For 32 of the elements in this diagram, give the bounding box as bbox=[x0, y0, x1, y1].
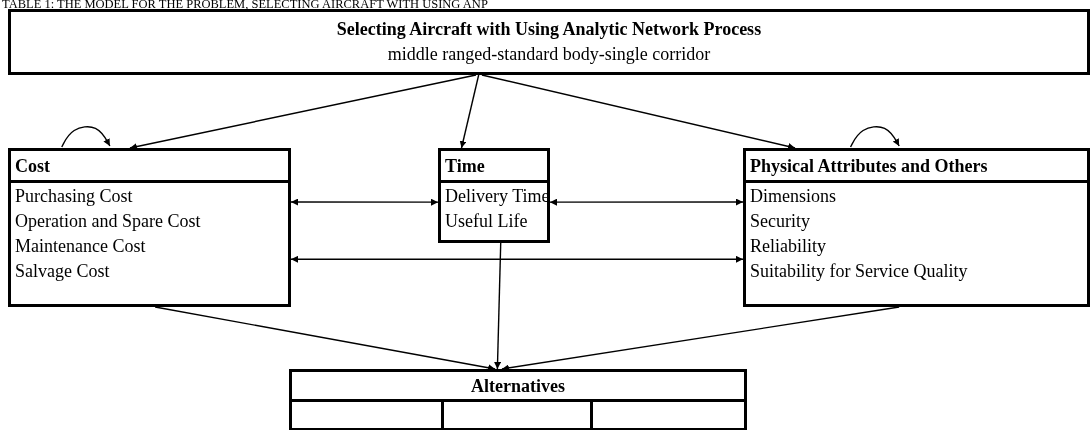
arrow bbox=[129, 74, 477, 150]
criterion-text: Operation and Spare Cost bbox=[14, 210, 202, 233]
self-loop-arrow bbox=[849, 126, 900, 148]
box-heading: Physical Attributes and Others bbox=[746, 151, 1087, 183]
criterion-text: Security bbox=[749, 210, 811, 233]
self-loop-arrow bbox=[61, 126, 111, 148]
arrow bbox=[459, 74, 480, 149]
criterion-text: Reliability bbox=[749, 235, 827, 258]
arrow bbox=[154, 306, 496, 372]
alternatives-table bbox=[289, 369, 747, 430]
arrow bbox=[290, 255, 744, 263]
goal-subtitle: middle ranged-standard body-single corridor bbox=[386, 43, 712, 65]
criterion-text: Dimensions bbox=[749, 185, 837, 208]
criteria-box bbox=[8, 148, 291, 307]
criterion-text: Suitability for Service Quality bbox=[749, 260, 969, 283]
arrow bbox=[549, 198, 744, 206]
criterion-text: Useful Life bbox=[444, 210, 529, 233]
criterion-text: Maintenance Cost bbox=[14, 235, 147, 258]
criteria-box bbox=[438, 148, 550, 243]
criteria-box bbox=[743, 148, 1090, 307]
arrow bbox=[494, 242, 502, 370]
criterion-text: Purchasing Cost bbox=[14, 185, 134, 208]
box-heading: Time bbox=[441, 151, 547, 183]
arrow bbox=[290, 198, 439, 206]
criterion-text: Salvage Cost bbox=[14, 260, 111, 283]
arrow bbox=[481, 74, 796, 150]
goal-box bbox=[8, 9, 1090, 75]
arrow bbox=[501, 306, 900, 372]
goal-title: Selecting Aircraft with Using Analytic Network Process bbox=[335, 18, 763, 40]
box-heading: Cost bbox=[11, 151, 288, 183]
box-heading: Alternatives bbox=[470, 375, 566, 398]
table-caption: TABLE 1: THE MODEL FOR THE PROBLEM, SELECTING AIRCRAFT WITH USING ANP bbox=[2, 0, 488, 11]
